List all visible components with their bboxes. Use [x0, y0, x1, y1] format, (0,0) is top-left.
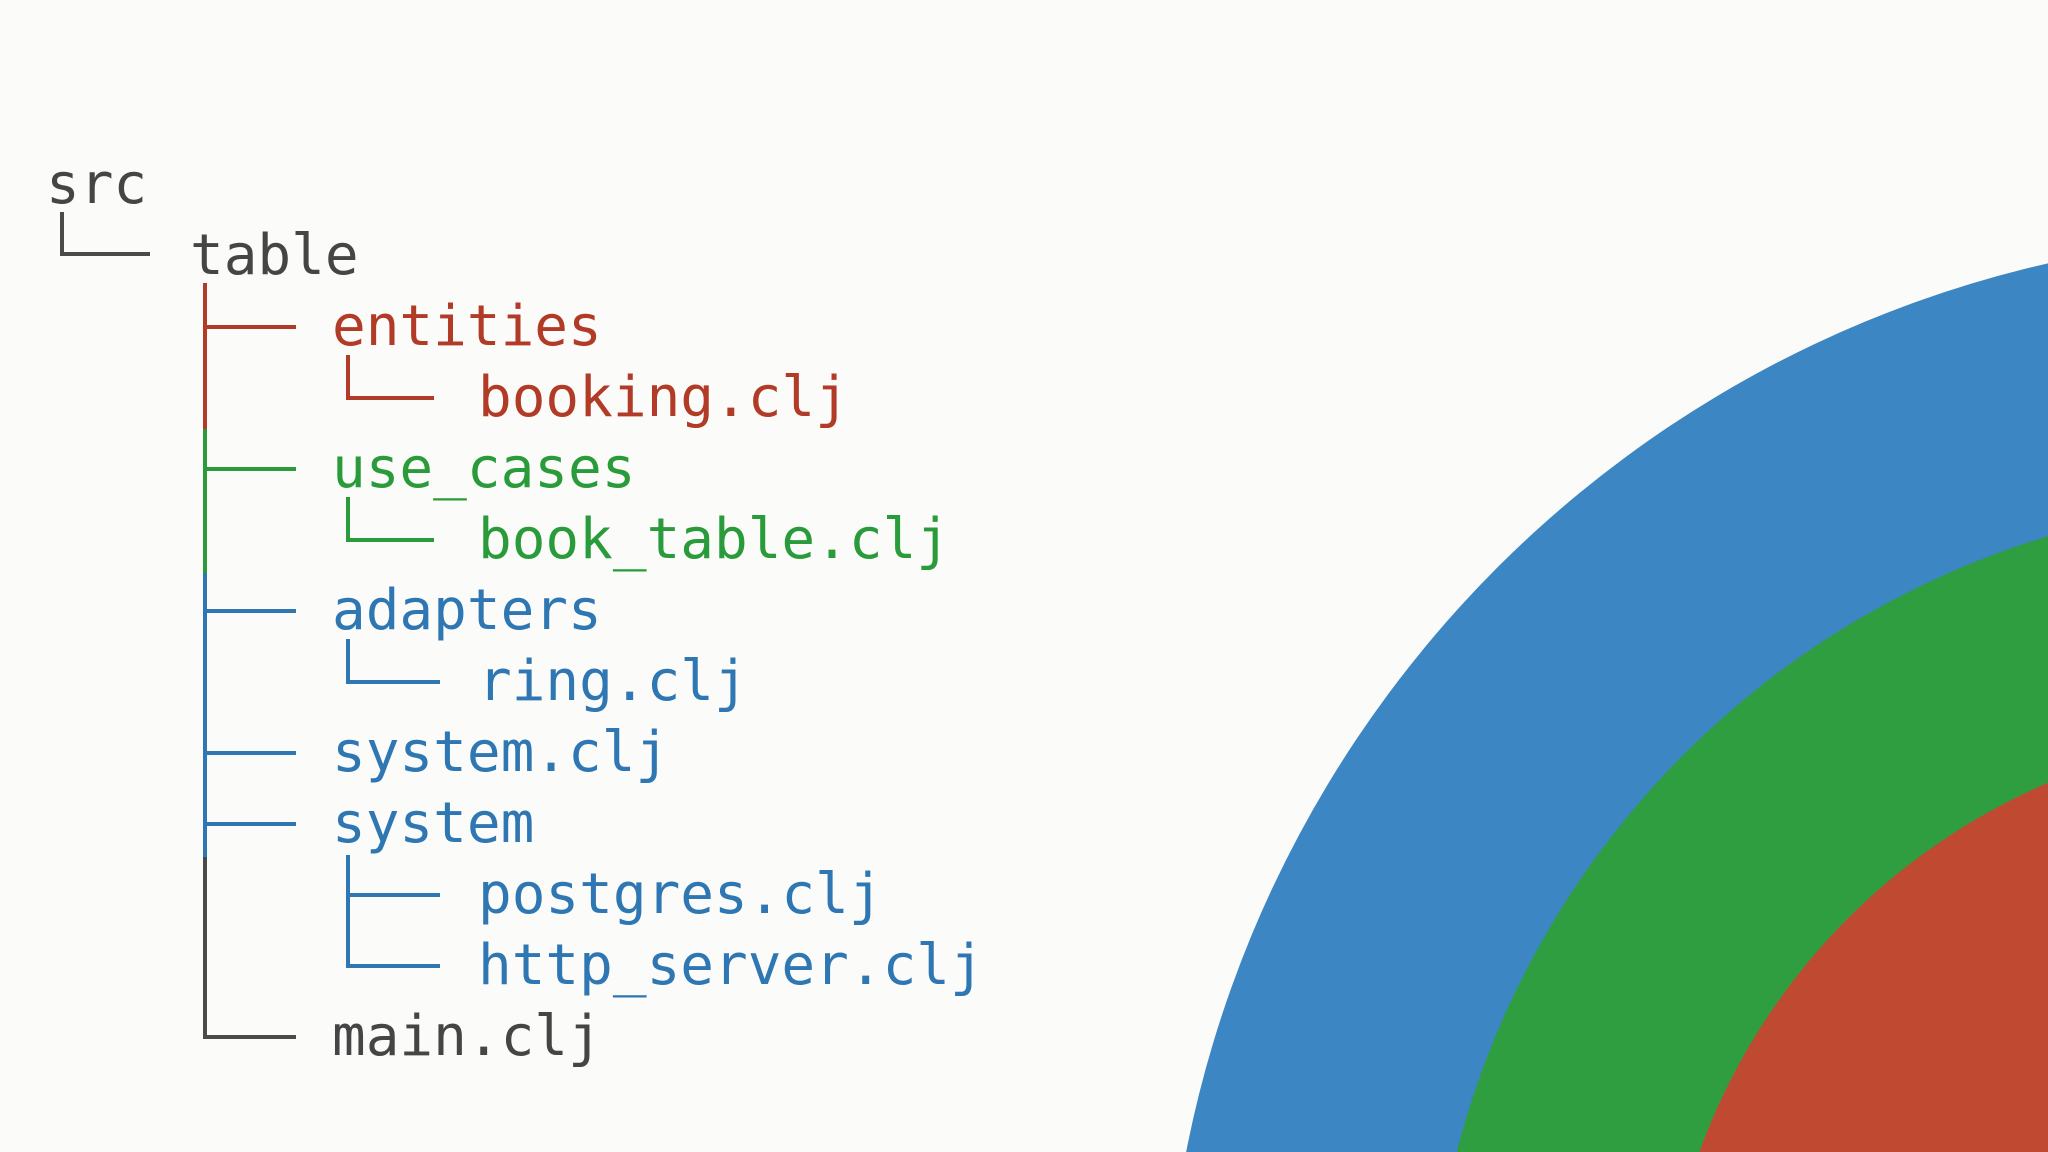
tree-label-ring-clj: ring.clj [478, 649, 748, 714]
tree-label-table: table [190, 223, 359, 288]
tree-label-http-server-clj: http_server.clj [478, 933, 984, 998]
tree-label-use-cases: use_cases [332, 436, 636, 501]
tree-label-src: src [46, 152, 148, 217]
tree-label-entities: entities [332, 294, 602, 359]
tree-label-postgres-clj: postgres.clj [478, 862, 883, 927]
tree-label-adapters: adapters [332, 578, 602, 643]
tree-label-book-table-clj: book_table.clj [478, 507, 951, 572]
tree-label-booking-clj: booking.clj [478, 365, 849, 430]
tree-label-main-clj: main.clj [332, 1004, 602, 1069]
tree-label-system: system [332, 791, 535, 856]
tree-label-system-clj: system.clj [332, 720, 670, 785]
